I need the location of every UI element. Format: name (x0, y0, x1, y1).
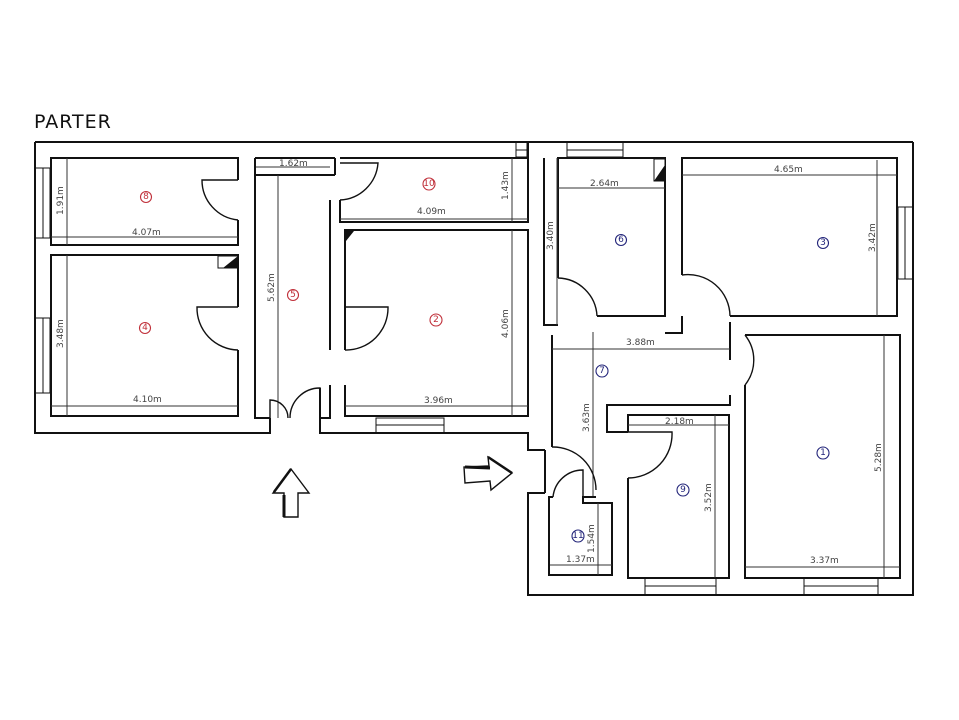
right-block-walls (527, 141, 914, 596)
room-6: 2.64m 3.40m 6 (543, 157, 666, 326)
room-9-width: 2.18m (665, 417, 694, 427)
room-9-label: 9 (680, 485, 686, 495)
room-7: 3.88m 3.63m 7 (551, 322, 755, 498)
room-1-height: 5.28m (874, 443, 884, 472)
room-4-label: 4 (142, 323, 148, 333)
room-6-width: 2.64m (590, 179, 619, 189)
room-11: 1.37m 1.54m 11 (548, 469, 613, 576)
room-5-width: 1.62m (279, 159, 308, 169)
room-3-width: 4.65m (774, 165, 803, 175)
room-4-height: 3.48m (56, 319, 66, 348)
room-3: 4.65m 3.42m 3 (665, 157, 898, 334)
room-7-label: 7 (599, 366, 605, 376)
room-2-height: 4.06m (501, 309, 511, 338)
room-1-label: 1 (820, 448, 826, 458)
room-11-label: 11 (572, 531, 583, 541)
room-2-label: 2 (433, 315, 439, 325)
room-5-height: 5.62m (267, 273, 277, 302)
room-3-label: 3 (820, 238, 826, 248)
room-10: 4.09m 1.43m 10 (339, 157, 529, 223)
floor-title: PARTER (34, 111, 112, 133)
room-10-label: 10 (423, 179, 435, 189)
room-8-label: 8 (143, 192, 149, 202)
room-1-width: 3.37m (810, 556, 839, 566)
main-entrance-arrow-icon (271, 467, 311, 518)
room-2-width: 3.96m (424, 396, 453, 406)
room-8-height: 1.91m (56, 186, 66, 215)
room-4-width: 4.10m (133, 395, 162, 405)
room-9-height: 3.52m (704, 483, 714, 512)
room-11-width: 1.37m (566, 555, 595, 565)
room-8-width: 4.07m (132, 228, 161, 238)
room-8: 4.07m 1.91m 8 (50, 157, 239, 246)
room-2: 3.96m 4.06m 2 (344, 229, 529, 434)
room-7-height: 3.63m (582, 403, 592, 432)
room-9: 2.18m 3.52m 9 (627, 414, 730, 596)
left-block-walls (34, 141, 913, 451)
room-11-height: 1.54m (587, 524, 597, 553)
room-3-height: 3.42m (868, 223, 878, 252)
room-5: 1.62m 5.62m 5 (254, 157, 336, 419)
room-5-label: 5 (290, 290, 296, 300)
room-6-height: 3.40m (546, 221, 556, 250)
room-10-height: 1.43m (501, 171, 511, 200)
room-6-label: 6 (618, 235, 624, 245)
room-7-width: 3.88m (626, 338, 655, 348)
room-1: 3.37m 5.28m 1 (744, 334, 901, 596)
room-10-width: 4.09m (417, 207, 446, 217)
room-4: 4.10m 3.48m 4 (50, 254, 239, 417)
side-entrance-arrow-icon (463, 455, 514, 492)
